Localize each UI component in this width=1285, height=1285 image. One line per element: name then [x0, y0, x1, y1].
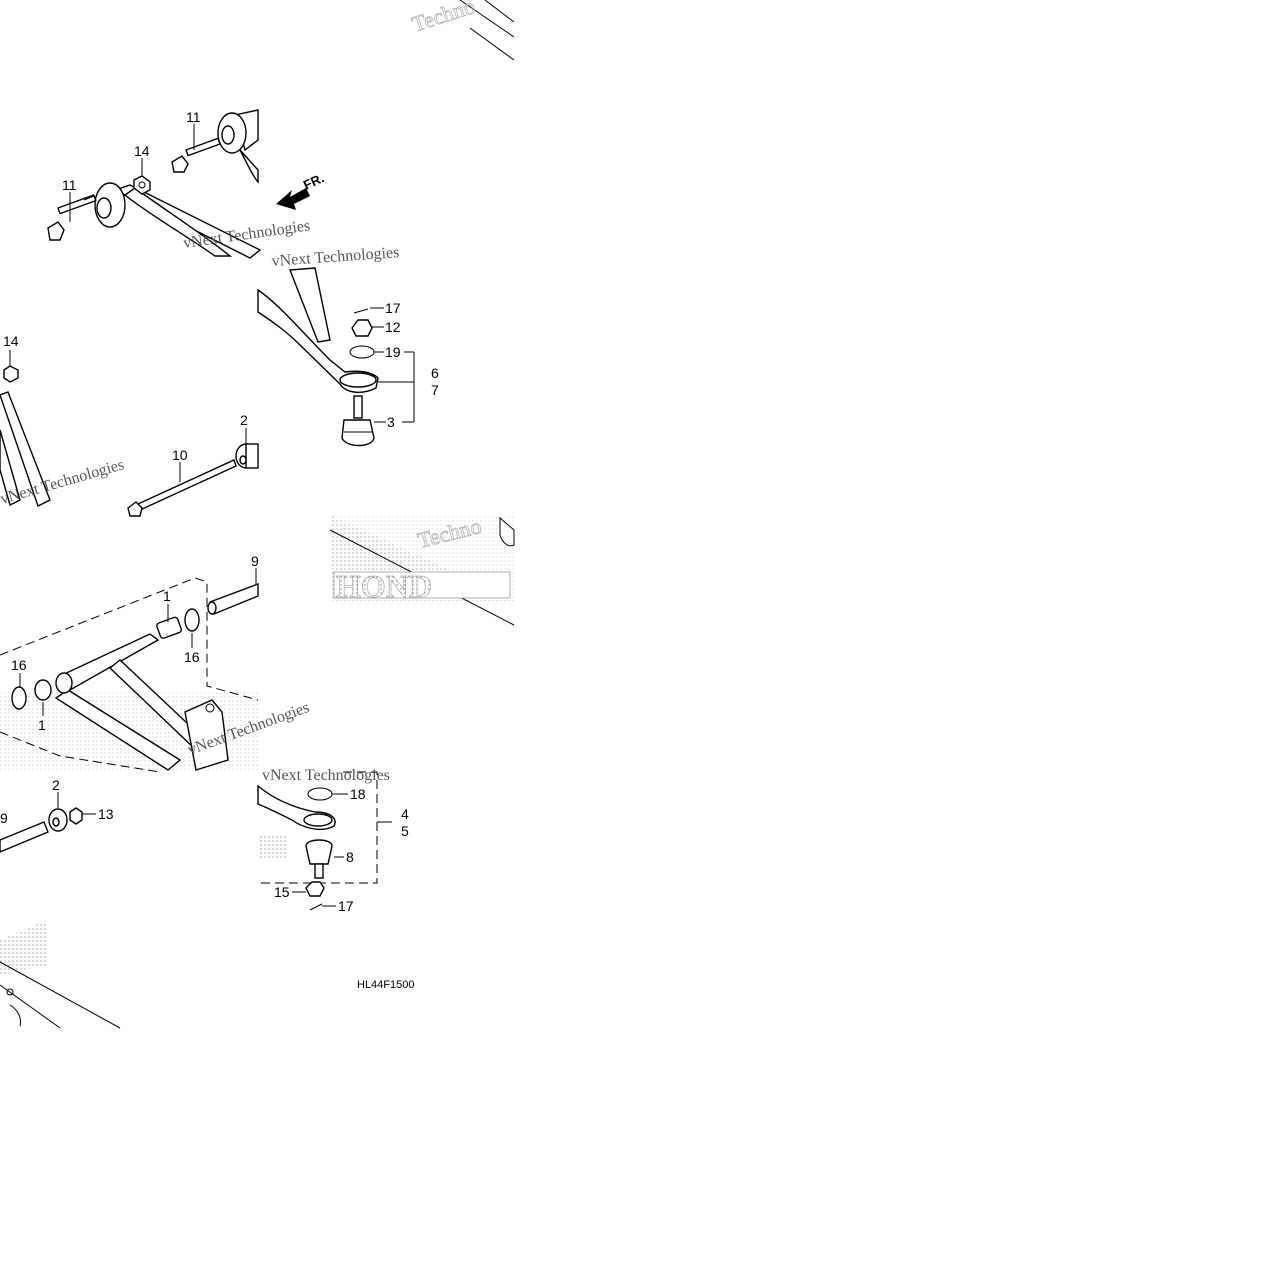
- direction-label: FR.: [301, 170, 326, 192]
- svg-text:HOND: HOND: [336, 568, 432, 604]
- callout-label: 1: [38, 717, 46, 733]
- front-direction-arrow: FR.: [276, 170, 326, 210]
- watermark-text: vNext Technologies: [271, 244, 400, 270]
- callout-label: 3: [387, 414, 395, 430]
- castle-nut-lower: [305, 881, 325, 897]
- ball-joint-upper: [341, 395, 375, 447]
- tile-lower-ball-joint: vNext Technologies 18 4 5 8 15 17: [257, 767, 409, 914]
- bolt-rear: [171, 137, 221, 173]
- callout-label: 17: [385, 300, 401, 316]
- callout-label: 15: [274, 884, 290, 900]
- callout-label: 2: [52, 777, 60, 793]
- honda-logo-mark: HOND: [333, 568, 511, 604]
- callout-label: 10: [172, 447, 188, 463]
- knuckle-eye-lower: [303, 813, 333, 827]
- washer-rear: [184, 608, 200, 632]
- tile-lower-arm: 9 1 16 16 1 vNext Technologies: [0, 553, 312, 773]
- callout-label: 8: [346, 849, 354, 865]
- nut-14-left: [3, 365, 19, 383]
- callout-label: 18: [350, 786, 366, 802]
- watermark-text: Techno: [409, 0, 478, 37]
- callout-label: 6: [431, 365, 439, 381]
- callout-label: 5: [401, 823, 409, 839]
- callout-label: 16: [11, 657, 27, 673]
- tile-top-right-fragment: Techno: [408, 0, 515, 61]
- callout-label: 16: [184, 649, 200, 665]
- snap-ring-lower: [307, 787, 333, 801]
- callout-label: 17: [338, 898, 354, 914]
- knuckle-eye-upper: [339, 372, 377, 388]
- tile-upper-ball-joint: vNext Technologies 17 12 19 6 7 3: [257, 244, 439, 447]
- callout-label: 13: [98, 806, 114, 822]
- callout-label: 2: [240, 412, 248, 428]
- tile-upper-arm-mounts: 11 14 11 FR. vNext Technologies: [47, 109, 326, 259]
- callout-label: 19: [385, 344, 401, 360]
- callout-label: 11: [62, 177, 77, 193]
- callout-label: 9: [251, 553, 259, 569]
- tile-lower-mount-bolt: 14 2 10 vNext Technologies: [0, 333, 259, 517]
- callout-label: 1: [163, 588, 171, 604]
- bushing-rear-lower: [156, 616, 183, 639]
- tile-pivot-fasteners: 2 13 9: [0, 777, 114, 853]
- callout-label: 4: [401, 806, 409, 822]
- watermark-text: vNext Technologies: [262, 767, 390, 784]
- callout-label: 14: [3, 333, 19, 349]
- long-bolt: [127, 459, 237, 517]
- bolt-front: [47, 194, 97, 241]
- bushing-front-lower: [34, 679, 52, 701]
- nut-13: [69, 807, 83, 825]
- pivot-shaft: [209, 582, 259, 615]
- callout-label: 12: [385, 319, 401, 335]
- tile-honda-fragment: Techno HOND: [329, 513, 515, 626]
- snap-ring: [349, 345, 375, 359]
- castle-nut: [351, 319, 373, 337]
- diagram-code: HL44F1500: [357, 979, 415, 991]
- callout-label: 11: [186, 109, 201, 125]
- callout-label: 9: [0, 810, 8, 826]
- ball-joint-lower: [305, 839, 333, 879]
- callout-label: 7: [431, 382, 439, 398]
- pivot-shaft-front: [0, 821, 49, 853]
- watermark-text: vNext Technologies: [0, 456, 126, 508]
- washer-front: [11, 686, 27, 710]
- tile-bottom-left-fragment: [0, 920, 121, 1029]
- callout-label: 14: [134, 143, 150, 159]
